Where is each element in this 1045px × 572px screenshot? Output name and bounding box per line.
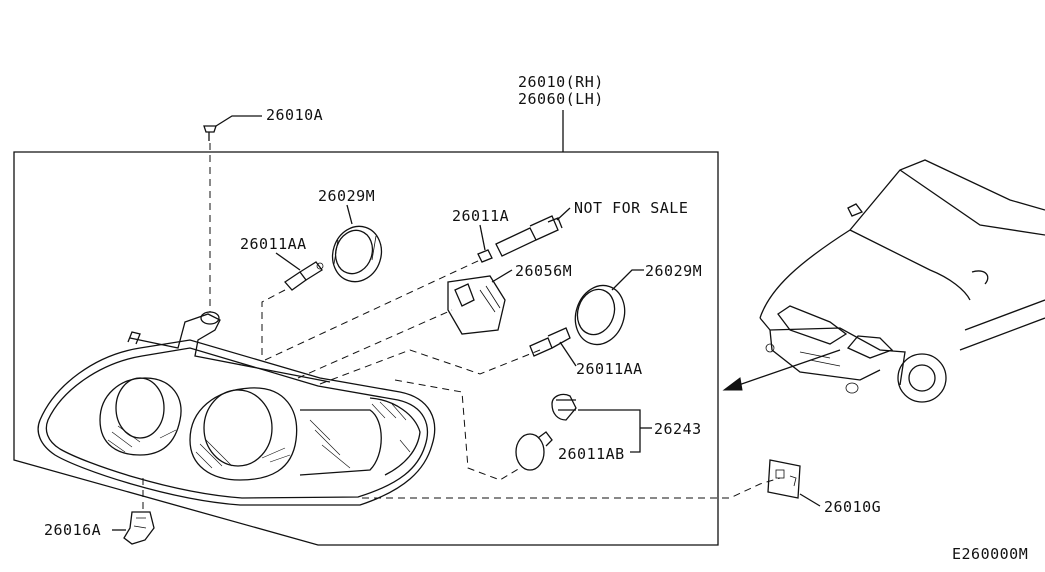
side-bulb-label: 26011AB <box>558 445 625 463</box>
clip-icon <box>767 459 801 499</box>
assembly-lh-label: 26060(LH) <box>518 90 604 108</box>
gasket-right-icon <box>574 284 626 346</box>
pointer-arrow-icon <box>722 349 841 391</box>
diagram-code: E260000M <box>952 545 1029 563</box>
gasket-right-label: 26029M <box>645 262 703 280</box>
gasket-left-icon <box>331 225 383 283</box>
socket-label: 26056M <box>515 262 573 280</box>
bracket-label: 26016A <box>44 521 102 539</box>
bulb-left-label: 26011AA <box>240 235 307 253</box>
bulb-right-label: 26011AA <box>576 360 643 378</box>
bulb-top-label: 26011A <box>452 207 510 225</box>
clip-label: 26010G <box>824 498 882 516</box>
assembly-frame <box>13 151 719 546</box>
gasket-left-label: 26029M <box>318 187 376 205</box>
screw-label: 26010A <box>266 106 324 124</box>
bracket-icon <box>123 511 155 545</box>
headlamp-assembly-icon <box>37 311 436 506</box>
side-bulb-icon <box>515 393 577 471</box>
socket-icon <box>447 275 506 335</box>
bulb-top-icon <box>477 249 493 263</box>
bulb-left-icon <box>284 261 324 291</box>
not-for-sale-label: NOT FOR SALE <box>574 199 689 217</box>
side-bulb-set-label: 26243 <box>654 420 702 438</box>
screw-icon <box>203 115 262 141</box>
not-for-sale-bulb-icon <box>495 215 563 257</box>
assembly-rh-label: 26010(RH) <box>518 73 604 91</box>
car-front-icon <box>759 159 1045 403</box>
